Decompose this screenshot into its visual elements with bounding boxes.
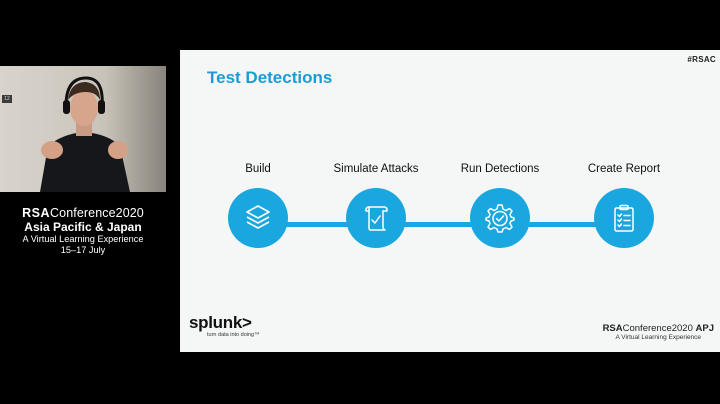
conference-dates: 15–17 July [60,245,106,255]
layers-icon [246,205,270,229]
slide-hashtag: #RSAC [687,55,716,64]
splunk-tagline: turn data into doing™ [207,332,260,338]
conference-title: RSAConference2020 [0,206,166,220]
step-label: Run Detections [460,163,540,175]
gear-check-icon [485,204,515,233]
rsa-footer-logo: RSAConference2020 APJ A Virtual Learning… [603,323,714,342]
participant-badge: 12 [2,95,12,103]
step-circle [594,188,654,248]
step-label: Build [245,163,271,175]
step-circle [470,188,530,248]
conference-brand: RSA [22,206,51,220]
process-connector-line [249,222,637,227]
step-create-report: Create Report [564,162,684,248]
presenter-video [40,76,130,192]
scroll-check-icon [365,206,388,231]
splunk-branding: splunk> turn data into doing™ [189,313,260,339]
conference-branding: RSAConference2020 Asia Pacific & Japan A… [0,206,166,256]
conference-region: Asia Pacific & Japan [24,220,142,234]
rsa-footer-title: RSAConference2020 APJ [603,323,714,334]
presenter-webcam: 12 [0,66,166,192]
slide-title: Test Detections [207,68,333,87]
step-label: Simulate Attacks [333,163,419,175]
step-circle [228,188,288,248]
conference-name: Conference2020 [50,206,144,220]
rsa-footer-name: Conference2020 [622,323,693,334]
rsa-footer-tagline: A Virtual Learning Experience [615,334,702,341]
rsa-footer-brand: RSA [602,323,623,334]
step-circle [346,188,406,248]
presentation-slide: #RSAC Test Detections Build Simulate Att… [180,50,720,352]
conference-tagline: A Virtual Learning Experience [22,234,144,244]
step-label: Create Report [587,163,661,175]
step-build: Build [198,162,318,248]
splunk-logo: splunk> [189,313,252,332]
clipboard-checklist-icon [614,204,634,232]
rsa-footer-suffix: APJ [695,323,714,334]
step-run-detections: Run Detections [440,162,560,248]
step-simulate-attacks: Simulate Attacks [316,162,436,248]
